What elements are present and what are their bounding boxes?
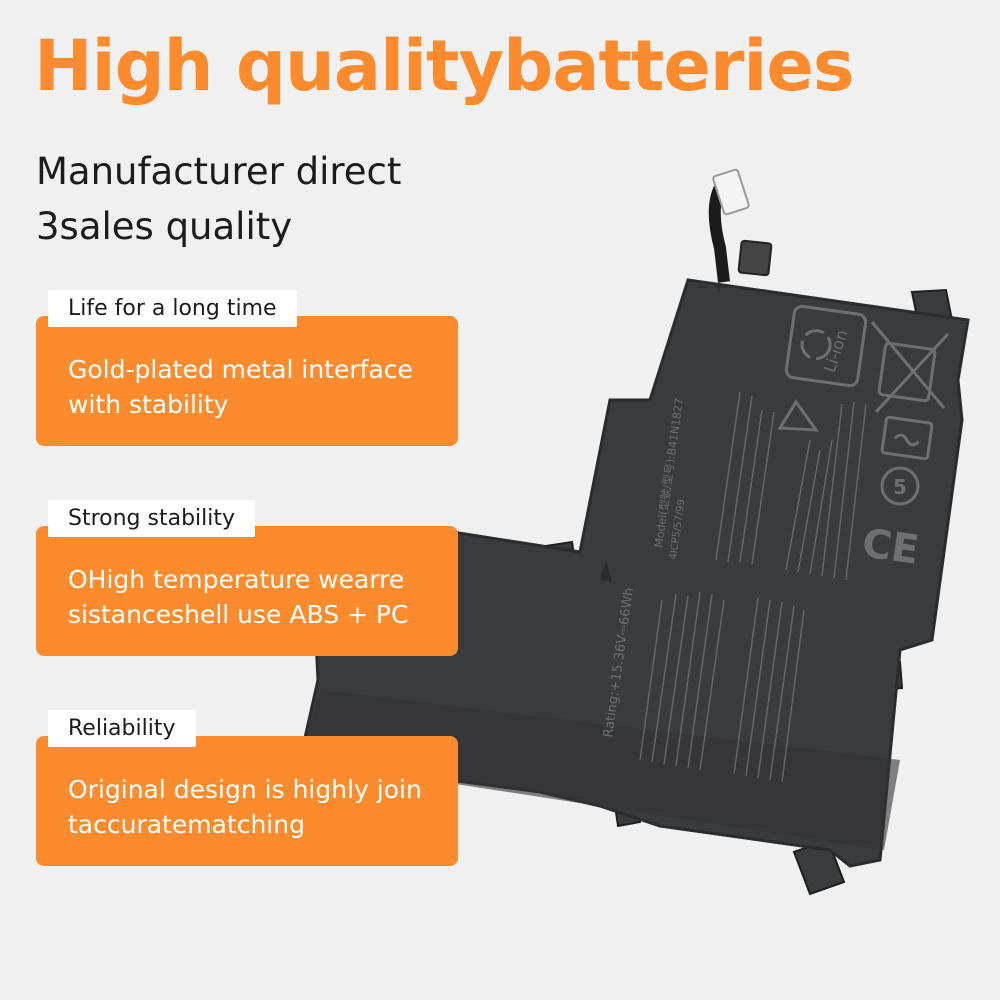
battery-side-strip [600, 560, 612, 582]
feature-tag-1: Life for a long time [48, 290, 297, 328]
warning-icon [777, 399, 820, 432]
feature-tag-3: Reliability [48, 710, 196, 748]
battery-connector [712, 168, 750, 216]
battery-connector-tab [737, 239, 773, 277]
recycle-icon [800, 329, 832, 361]
battery-body-shade [300, 690, 900, 850]
feature-text-1: Gold-plated metal interface with stabili… [68, 355, 413, 419]
subtitle-line-1: Manufacturer direct [36, 150, 402, 193]
five-mark-text: 5 [893, 475, 907, 499]
no-trash-icon [870, 321, 950, 414]
feature-text-2: OHigh temperature wearre sistanceshell u… [68, 565, 409, 629]
five-mark-icon [880, 466, 920, 506]
subtitle-line-2: 3sales quality [36, 205, 293, 248]
headline: High qualitybatteries [34, 25, 855, 107]
feature-card-3: Reliability Original design is highly jo… [36, 710, 458, 866]
ce-mark: CE [859, 520, 922, 573]
feature-text-3: Original design is highly join taccurate… [68, 775, 422, 839]
battery-polarity-minus: − [696, 277, 709, 296]
feature-card-2: Strong stability OHigh temperature wearr… [36, 500, 458, 656]
battery-fine-print [639, 391, 867, 783]
feature-card-1: Life for a long time Gold-plated metal i… [36, 290, 458, 446]
ss-mark-icon [880, 415, 934, 461]
feature-tag-2: Strong stability [48, 500, 256, 538]
battery-polarity-plus: + [712, 277, 725, 296]
